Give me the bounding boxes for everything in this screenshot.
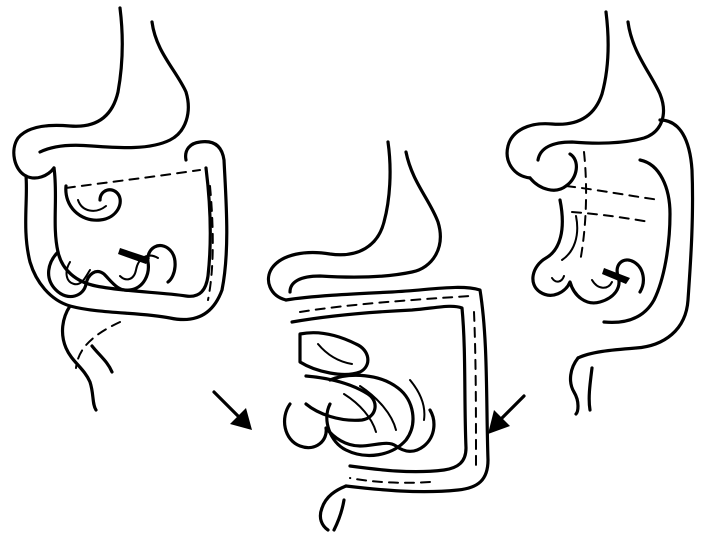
right-stomach-outline xyxy=(507,12,608,178)
right-cecum xyxy=(571,358,592,414)
right-duodenum-inner xyxy=(604,160,670,322)
right-small-intestine xyxy=(533,200,643,303)
center-twisted-loop-2 xyxy=(306,376,375,420)
left-stomach-inner xyxy=(40,22,188,152)
left-cecum xyxy=(63,306,112,410)
left-arrow xyxy=(214,392,252,430)
right-panel-malrotation xyxy=(507,12,692,414)
center-stomach-inner xyxy=(290,152,440,292)
left-small-intestine-inner xyxy=(67,200,158,284)
center-cecum xyxy=(320,486,346,530)
right-stomach-inner xyxy=(538,22,663,160)
right-ladd-bands xyxy=(566,152,660,262)
center-twisted-bowel xyxy=(300,333,368,375)
left-panel-normal xyxy=(14,8,227,410)
left-stomach-outline xyxy=(14,8,122,178)
right-duodenum-outer xyxy=(578,120,693,358)
right-arrow xyxy=(488,396,524,434)
left-mesentery-dash xyxy=(66,170,213,368)
center-colon-inner xyxy=(292,306,466,471)
center-panel-volvulus xyxy=(268,142,488,530)
center-colon-dash xyxy=(300,296,476,483)
